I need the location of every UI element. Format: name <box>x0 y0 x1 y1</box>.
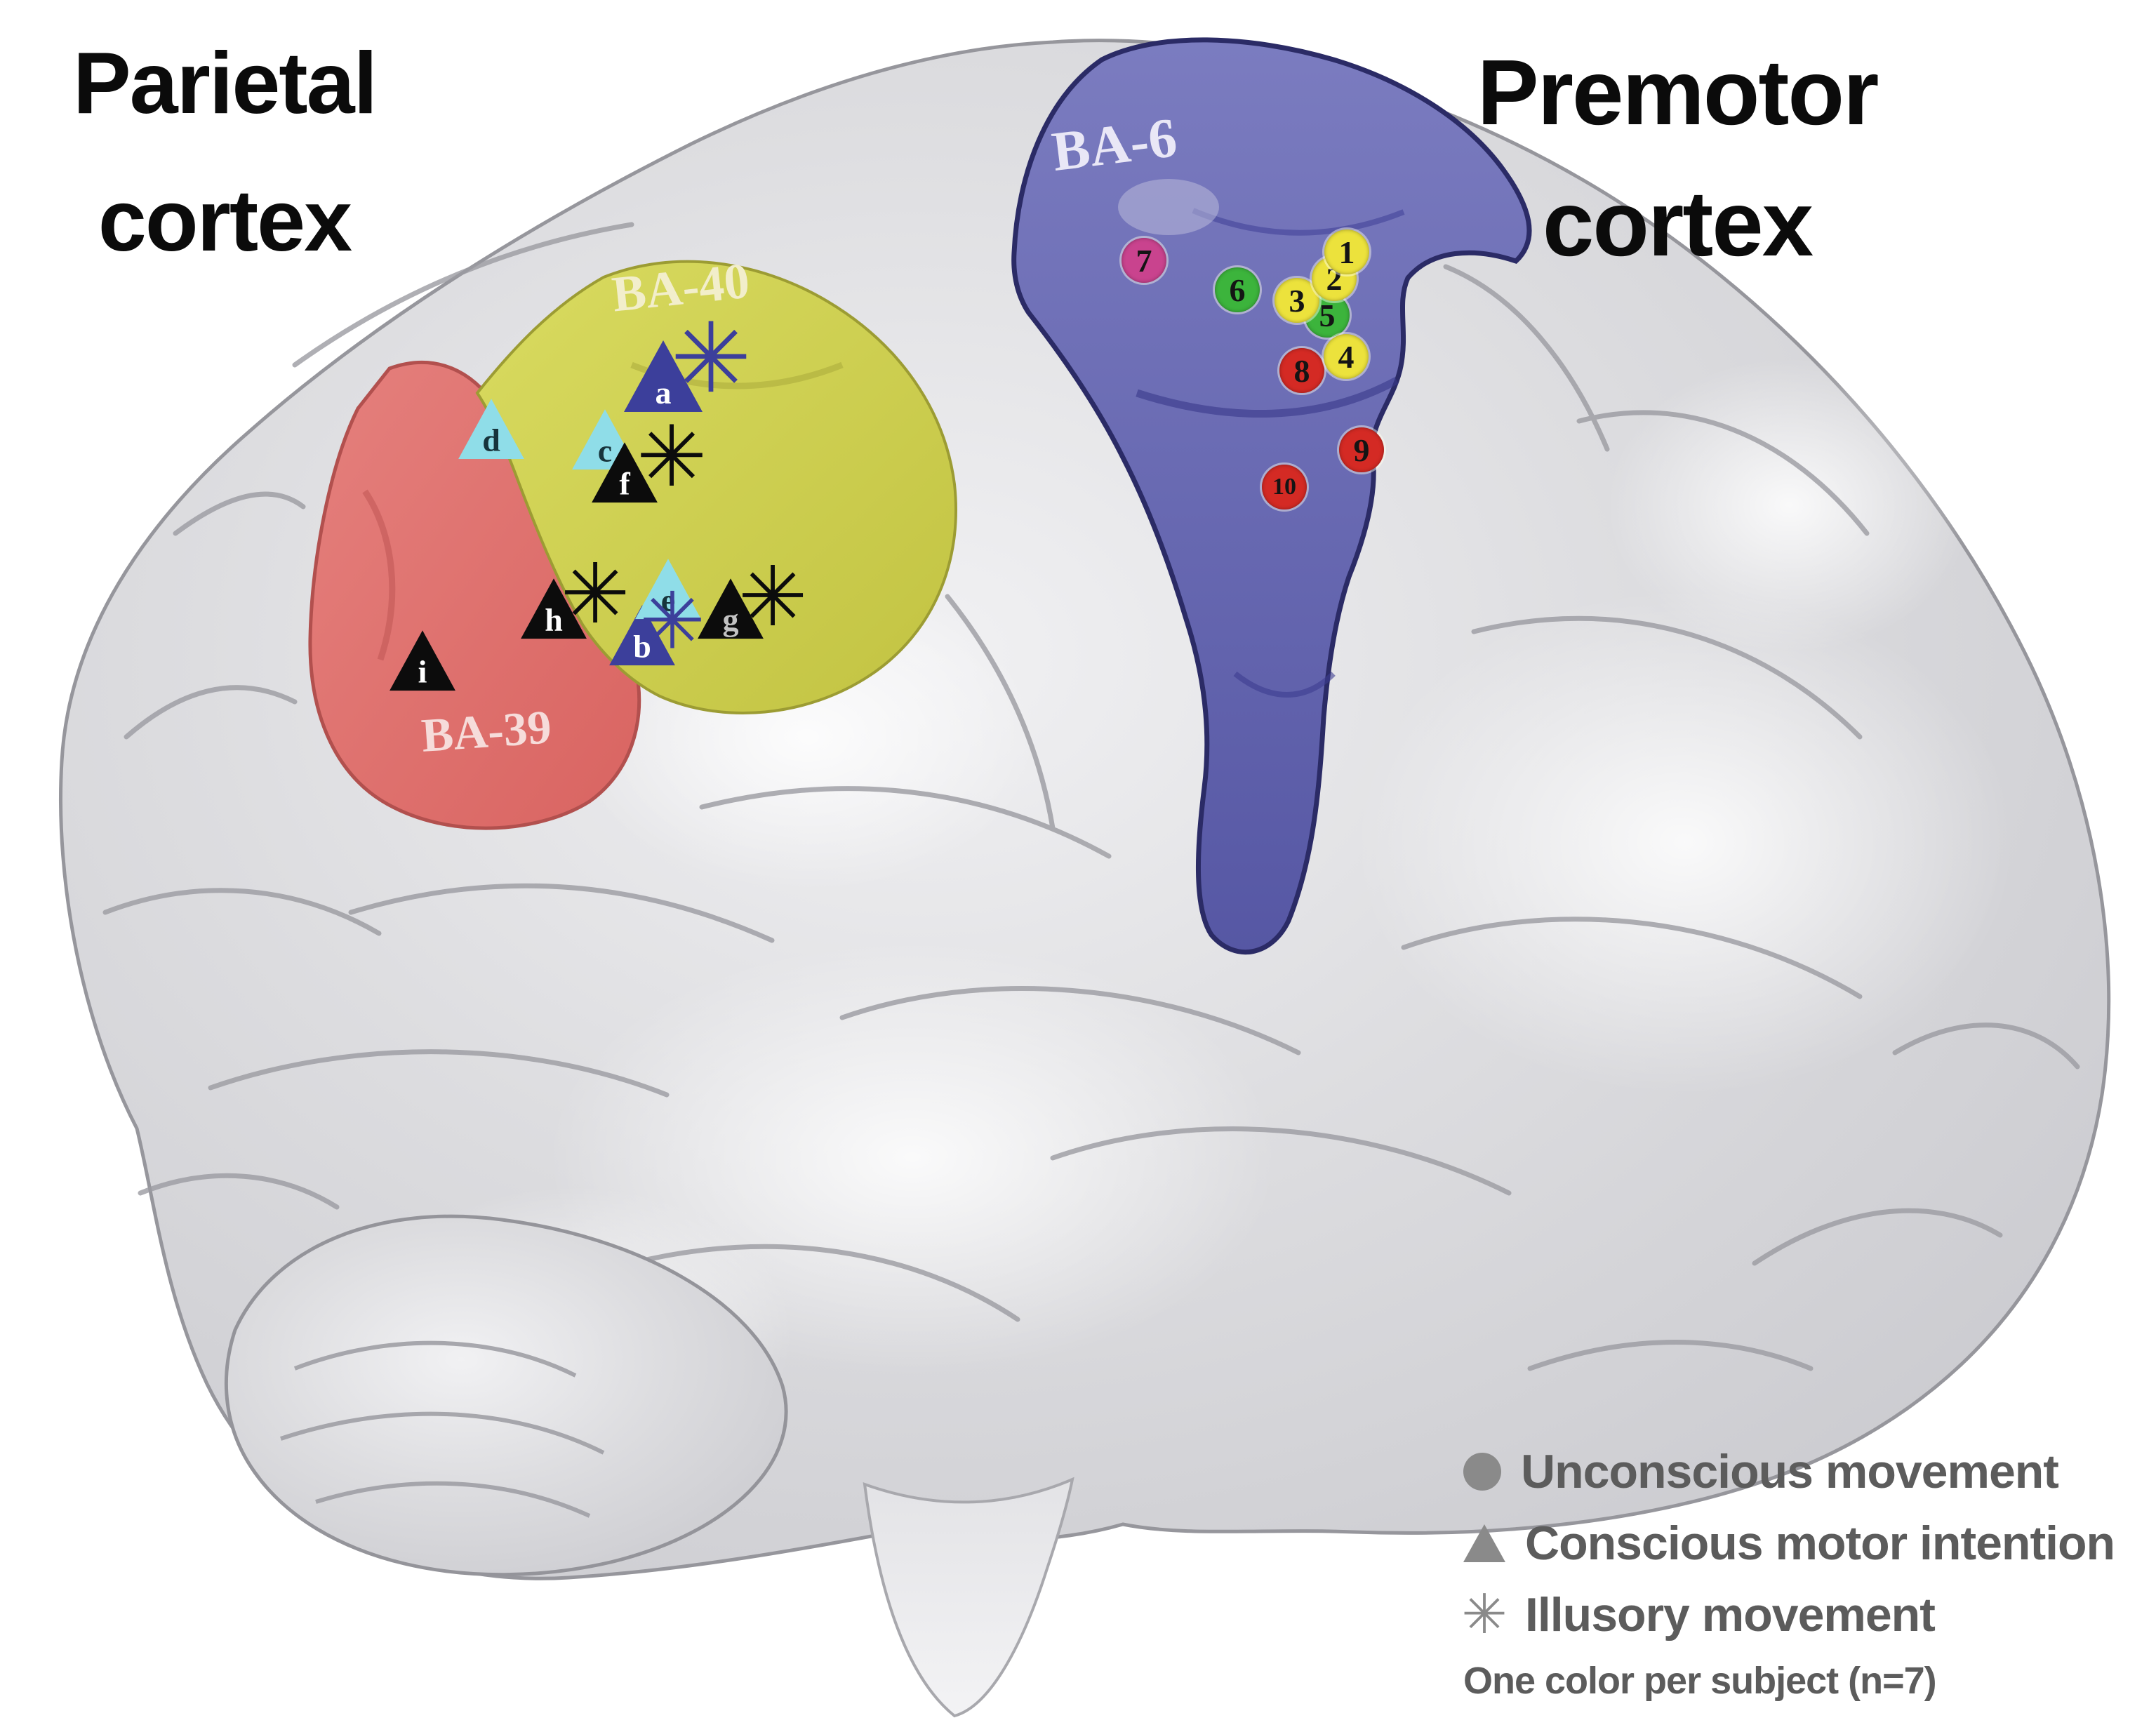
marker-circle-8: 8 <box>1279 348 1324 393</box>
marker-asterisk-g: ✳ <box>738 548 808 646</box>
region-ba6-gloss <box>1118 179 1219 235</box>
brainstem <box>863 1477 1074 1718</box>
asterisk-icon: ✳ <box>1461 1583 1508 1646</box>
legend-item-asterisk: ✳ Illusory movement <box>1461 1583 2137 1646</box>
marker-asterisk-f: ✳ <box>636 408 707 506</box>
parietal-cortex-title: Parietal cortex <box>28 15 421 291</box>
cerebellum <box>224 1214 788 1577</box>
premotor-title-line1: Premotor <box>1477 41 1879 144</box>
marker-circle-9: 9 <box>1339 427 1384 472</box>
marker-circle-6: 6 <box>1215 267 1260 312</box>
region-ba6-shading <box>1136 208 1405 698</box>
marker-circle-4: 4 <box>1324 334 1369 379</box>
marker-asterisk-b: ✳ <box>639 575 705 667</box>
parietal-title-line1: Parietal <box>72 35 378 132</box>
legend-item-label: Conscious motor intention <box>1525 1517 2115 1570</box>
marker-circle-3: 3 <box>1275 278 1319 323</box>
marker-circle-7: 7 <box>1122 238 1166 283</box>
marker-triangle-i: i <box>390 630 455 691</box>
legend-note: One color per subject (n=7) <box>1463 1660 1937 1702</box>
sulci-lines <box>102 222 2080 1371</box>
triangle-icon <box>1463 1524 1505 1562</box>
legend-item-triangle: Conscious motor intention <box>1463 1516 2137 1571</box>
marker-asterisk-a: ✳ <box>670 302 752 415</box>
marker-triangle-d: d <box>458 399 524 460</box>
legend-item-label: Unconscious movement <box>1521 1445 2059 1498</box>
marker-circle-1: 1 <box>1324 229 1369 274</box>
legend-item-circle: Unconscious movement <box>1463 1444 2137 1499</box>
premotor-title-line2: cortex <box>1542 172 1814 276</box>
parietal-title-line2: cortex <box>98 172 352 269</box>
region-ba39-shading <box>362 489 396 661</box>
circle-icon <box>1463 1453 1501 1491</box>
legend-item-label: Illusory movement <box>1525 1588 1936 1641</box>
premotor-cortex-title: Premotor cortex <box>1418 27 1937 290</box>
marker-asterisk-h: ✳ <box>560 545 630 643</box>
marker-circle-10: 10 <box>1262 465 1307 509</box>
